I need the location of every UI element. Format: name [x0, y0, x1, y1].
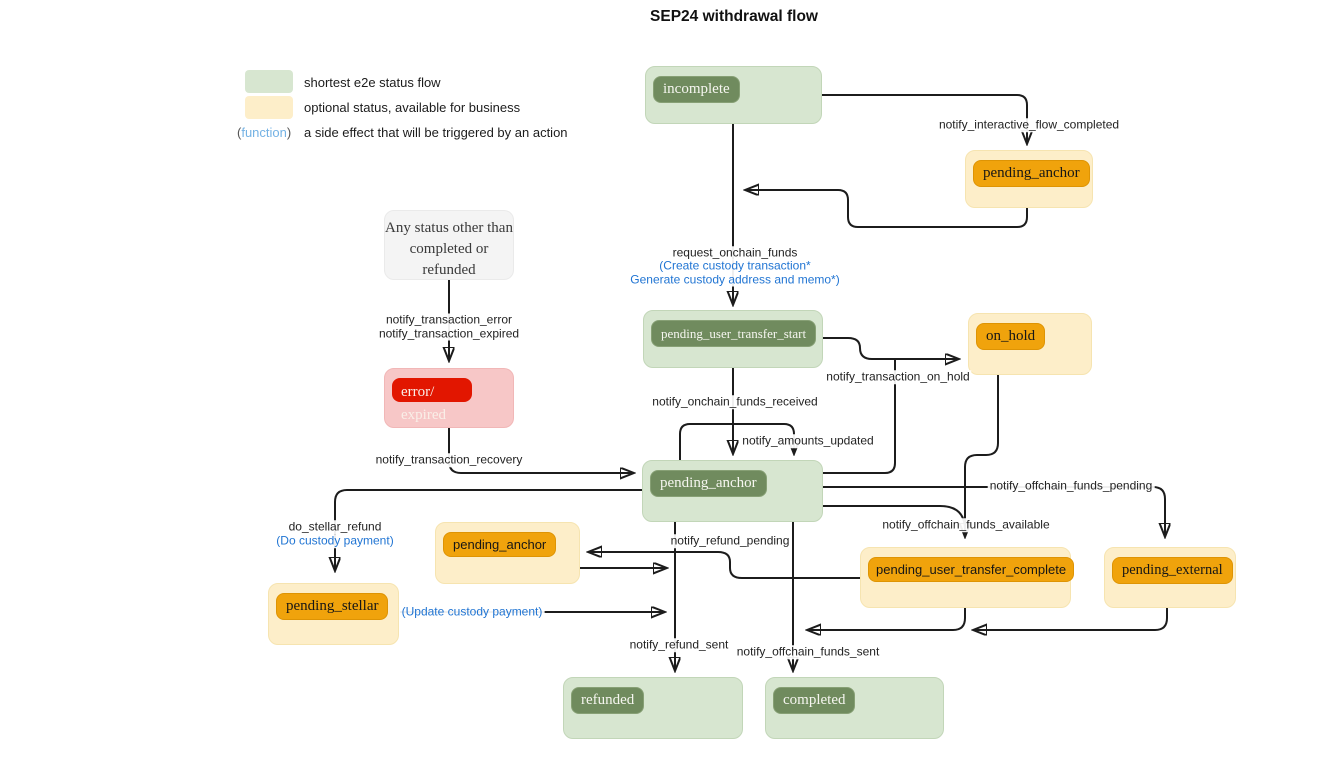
edge-label-notify-transaction-on-hold: notify_transaction_on_hold — [824, 369, 972, 384]
node-pending-anchor-main-label: pending_anchor — [650, 470, 767, 497]
node-pending-stellar: pending_stellar — [268, 583, 399, 645]
node-refunded: refunded — [563, 677, 743, 739]
node-any-status: Any status other than completed or refun… — [384, 210, 514, 280]
diagram-title: SEP24 withdrawal flow — [650, 8, 818, 25]
legend-optional-status-swatch — [245, 96, 293, 119]
legend-function-word: function — [241, 125, 287, 140]
edge-label-request-onchain-funds: request_onchain_funds — [670, 245, 800, 260]
node-pending-external-label: pending_external — [1112, 557, 1233, 584]
node-pending-anchor-main: pending_anchor — [642, 460, 823, 522]
node-pending-user-transfer-complete-label: pending_user_transfer_complete — [868, 557, 1075, 582]
legend-shortest-flow-swatch — [245, 70, 293, 93]
edge-label-notify-transaction-recovery: notify_transaction_recovery — [373, 452, 525, 467]
node-completed-label: completed — [773, 687, 856, 714]
edge-amounts-updated-loop — [679, 423, 794, 460]
edge-on-hold-to-putc — [965, 375, 999, 536]
edge-label-request-onchain-funds-side-effects: (Create custody transaction* Generate cu… — [628, 258, 842, 287]
node-error-expired-label: error/ expired — [392, 378, 472, 423]
edge-label-notify-offchain-funds-available: notify_offchain_funds_available — [880, 517, 1052, 532]
edge-pending-anchor-main-to-pending-stellar — [335, 489, 642, 570]
edge-label-do-stellar-refund: do_stellar_refund — [286, 519, 384, 534]
legend-function-label: a side effect that will be triggered by … — [304, 125, 568, 140]
edge-label-update-custody-payment: (Update custody payment) — [399, 604, 545, 619]
node-pending-anchor-refund-label: pending_anchor — [443, 532, 557, 557]
legend-shortest-flow-label: shortest e2e status flow — [304, 75, 441, 90]
legend-optional-status-label: optional status, available for business — [304, 100, 521, 115]
edge-label-notify-offchain-funds-pending: notify_offchain_funds_pending — [987, 478, 1155, 493]
edge-label-notify-transaction-error-expired: notify_transaction_error notify_transact… — [376, 312, 522, 341]
node-incomplete: incomplete — [645, 66, 822, 124]
edge-label-notify-offchain-funds-sent: notify_offchain_funds_sent — [734, 644, 882, 659]
edge-pending-external-to-completed — [974, 607, 1168, 630]
node-error-expired: error/ expired — [384, 368, 514, 428]
node-pending-external: pending_external — [1104, 547, 1236, 608]
legend-function-open-paren: ( — [237, 125, 242, 140]
edge-label-notify-refund-pending: notify_refund_pending — [668, 533, 792, 548]
node-completed: completed — [765, 677, 944, 739]
edge-label-do-custody-payment: (Do custody payment) — [274, 533, 396, 548]
node-on-hold: on_hold — [968, 313, 1092, 375]
edge-label-notify-amounts-updated: notify_amounts_updated — [740, 433, 876, 448]
edge-label-notify-onchain-funds-received: notify_onchain_funds_received — [650, 394, 820, 409]
edge-incomplete-to-pending-anchor-top — [822, 94, 1027, 143]
legend-function-token: (function) — [237, 125, 291, 140]
node-pending-stellar-label: pending_stellar — [276, 593, 389, 620]
node-pending-anchor-top: pending_anchor — [965, 150, 1093, 208]
node-incomplete-label: incomplete — [653, 76, 740, 103]
edge-label-notify-interactive-flow-completed: notify_interactive_flow_completed — [936, 117, 1122, 132]
legend-function-close-paren: ) — [286, 125, 292, 140]
edge-putc-to-pending-anchor-refund — [589, 552, 860, 579]
node-refunded-label: refunded — [571, 687, 645, 714]
edge-puts-to-on-hold — [822, 337, 958, 359]
node-pending-user-transfer-start: pending_user_transfer_start — [643, 310, 823, 368]
edge-putc-to-completed — [808, 608, 966, 630]
node-pending-user-transfer-start-label: pending_user_transfer_start — [651, 320, 817, 347]
node-pending-anchor-refund: pending_anchor — [435, 522, 580, 584]
edge-pending-anchor-main-to-on-hold — [822, 360, 896, 474]
node-pending-user-transfer-complete: pending_user_transfer_complete — [860, 547, 1075, 608]
node-on-hold-label: on_hold — [976, 323, 1046, 350]
node-pending-anchor-top-label: pending_anchor — [973, 160, 1090, 187]
edge-label-notify-refund-sent: notify_refund_sent — [627, 637, 731, 652]
edge-pending-anchor-top-return — [746, 190, 1028, 228]
